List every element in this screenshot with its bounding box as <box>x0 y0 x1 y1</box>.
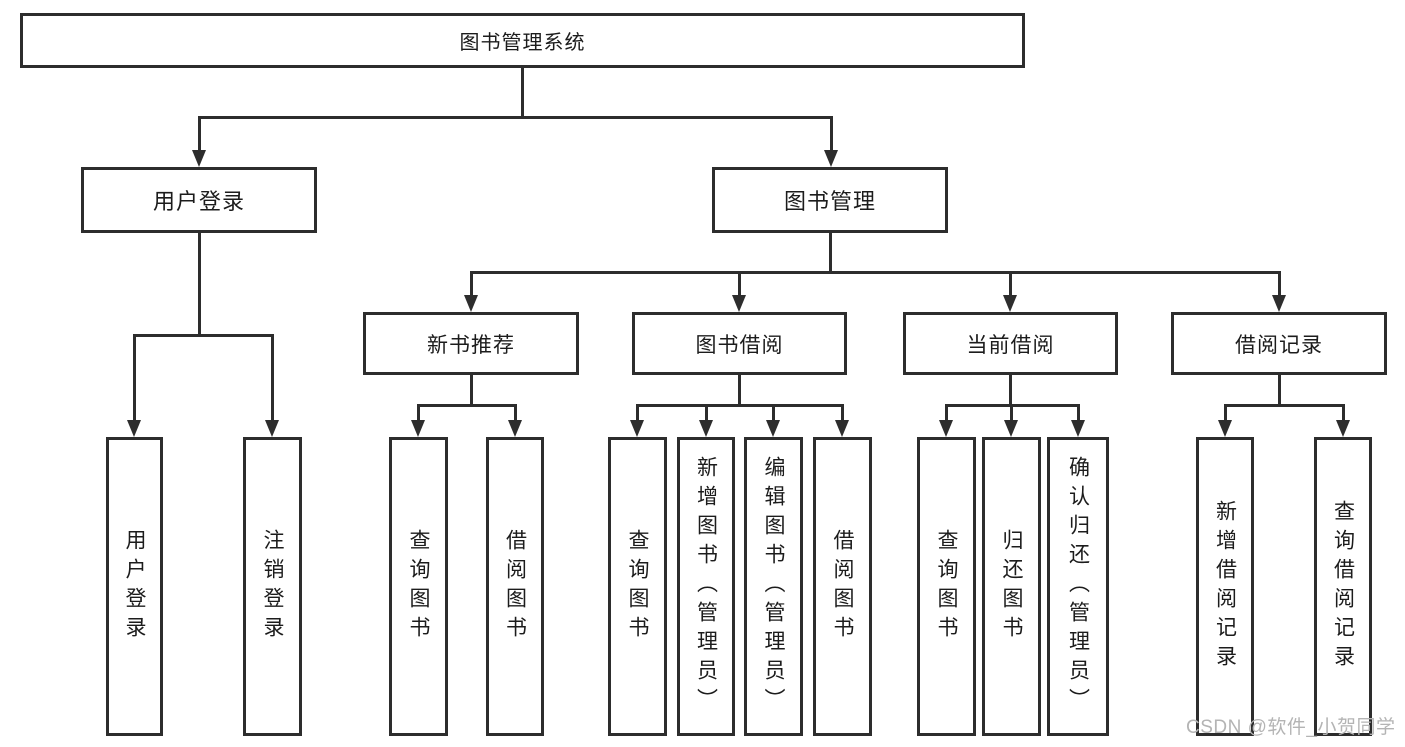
node-book-borrowing: 图书借阅 <box>632 312 847 375</box>
connector-line <box>636 404 844 407</box>
node-br-query-record: 查询借阅记录 <box>1314 437 1372 736</box>
node-bb-add-book-admin-label: 新增图书（管理员） <box>694 456 718 717</box>
connector-line <box>1009 272 1012 299</box>
arrowhead-down <box>1217 420 1232 437</box>
arrowhead-down <box>507 420 522 437</box>
arrowhead-down <box>463 295 478 312</box>
node-bb-query-books-label: 查询图书 <box>626 528 649 645</box>
node-cb-return-books-label: 归还图书 <box>1000 528 1023 645</box>
node-bb-edit-book-admin: 编辑图书（管理员） <box>744 437 803 736</box>
arrowhead-down <box>835 420 849 437</box>
node-nb-query-books-label: 查询图书 <box>407 528 430 645</box>
connector-line <box>271 335 274 424</box>
connector-line <box>829 117 833 154</box>
node-book-borrowing-label: 图书借阅 <box>695 333 784 357</box>
connector-line <box>417 405 420 424</box>
connector-line <box>469 373 473 407</box>
node-bb-borrow-books-label: 借阅图书 <box>831 528 854 645</box>
connector-line <box>513 405 517 424</box>
node-bb-add-book-admin: 新增图书（管理员） <box>677 437 735 736</box>
connector-line <box>197 117 201 154</box>
node-new-book-recommend: 新书推荐 <box>363 312 579 375</box>
node-book-management-label: 图书管理 <box>783 189 876 214</box>
connector-line <box>772 405 775 424</box>
arrowhead-down <box>1003 295 1017 312</box>
arrowhead-down <box>939 420 953 437</box>
node-current-borrowing-label: 当前借阅 <box>966 333 1055 357</box>
connector-line <box>1010 405 1013 424</box>
node-cb-return-books: 归还图书 <box>982 437 1041 736</box>
connector-line <box>1277 373 1281 407</box>
arrowhead-down <box>766 420 780 437</box>
arrowhead-down <box>1271 295 1286 312</box>
node-borrowing-records-label: 借阅记录 <box>1235 333 1323 357</box>
node-br-query-record-label: 查询借阅记录 <box>1331 499 1355 674</box>
arrowhead-down <box>732 295 746 312</box>
node-user-login-group: 用户登录 <box>81 167 317 233</box>
csdn-watermark: CSDN @软件_小贺同学 <box>1186 717 1396 738</box>
connector-line <box>841 405 844 424</box>
node-new-book-recommend-label: 新书推荐 <box>427 333 515 357</box>
connector-line <box>828 230 832 274</box>
arrowhead-down <box>1004 420 1018 437</box>
arrowhead-down <box>191 150 206 167</box>
node-nb-borrow-books-label: 借阅图书 <box>503 528 527 645</box>
node-cb-query-books-label: 查询图书 <box>935 528 958 645</box>
node-user-login-leaf: 用户登录 <box>106 437 163 736</box>
arrowhead-down <box>698 420 713 437</box>
connector-line <box>738 373 741 407</box>
node-logout-label: 注销登录 <box>261 528 284 645</box>
node-user-login-leaf-label: 用户登录 <box>123 528 146 645</box>
connector-line <box>945 405 948 424</box>
node-bb-borrow-books: 借阅图书 <box>813 437 872 736</box>
connector-line <box>1009 373 1012 407</box>
connector-line <box>704 405 708 424</box>
connector-line <box>197 230 201 337</box>
connector-line <box>469 272 473 299</box>
connector-line <box>1223 405 1227 424</box>
connector-line <box>738 272 741 299</box>
node-br-add-record: 新增借阅记录 <box>1196 437 1254 736</box>
arrowhead-down <box>127 420 141 437</box>
arrowhead-down <box>823 150 838 167</box>
connector-line <box>197 116 833 119</box>
node-bb-edit-book-admin-label: 编辑图书（管理员） <box>762 456 785 717</box>
arrowhead-down <box>630 420 644 437</box>
node-nb-borrow-books: 借阅图书 <box>486 437 544 736</box>
arrowhead-down <box>265 420 279 437</box>
node-logout: 注销登录 <box>243 437 302 736</box>
connector-line <box>133 335 136 424</box>
arrowhead-down <box>1070 420 1085 437</box>
connector-line <box>133 334 274 337</box>
node-current-borrowing: 当前借阅 <box>903 312 1118 375</box>
connector-line <box>1076 405 1080 424</box>
node-borrowing-records: 借阅记录 <box>1171 312 1387 375</box>
connector-line <box>1277 272 1281 299</box>
connector-line <box>1341 405 1345 424</box>
node-br-add-record-label: 新增借阅记录 <box>1213 499 1237 674</box>
connector-line <box>469 271 1281 274</box>
node-cb-query-books: 查询图书 <box>917 437 976 736</box>
node-bb-query-books: 查询图书 <box>608 437 667 736</box>
node-cb-confirm-return-admin-label: 确认归还（管理员） <box>1066 456 1090 717</box>
arrowhead-down <box>411 420 425 437</box>
node-cb-confirm-return-admin: 确认归还（管理员） <box>1047 437 1109 736</box>
node-nb-query-books: 查询图书 <box>389 437 448 736</box>
connector-line <box>636 405 639 424</box>
node-user-login-group-label: 用户登录 <box>152 189 245 214</box>
node-library-system-label: 图书管理系统 <box>459 32 586 54</box>
connector-line <box>521 64 524 119</box>
arrowhead-down <box>1335 420 1350 437</box>
connector-line <box>417 404 517 407</box>
node-book-management: 图书管理 <box>712 167 948 233</box>
node-library-system: 图书管理系统 <box>20 13 1025 68</box>
connector-line <box>1223 404 1345 407</box>
